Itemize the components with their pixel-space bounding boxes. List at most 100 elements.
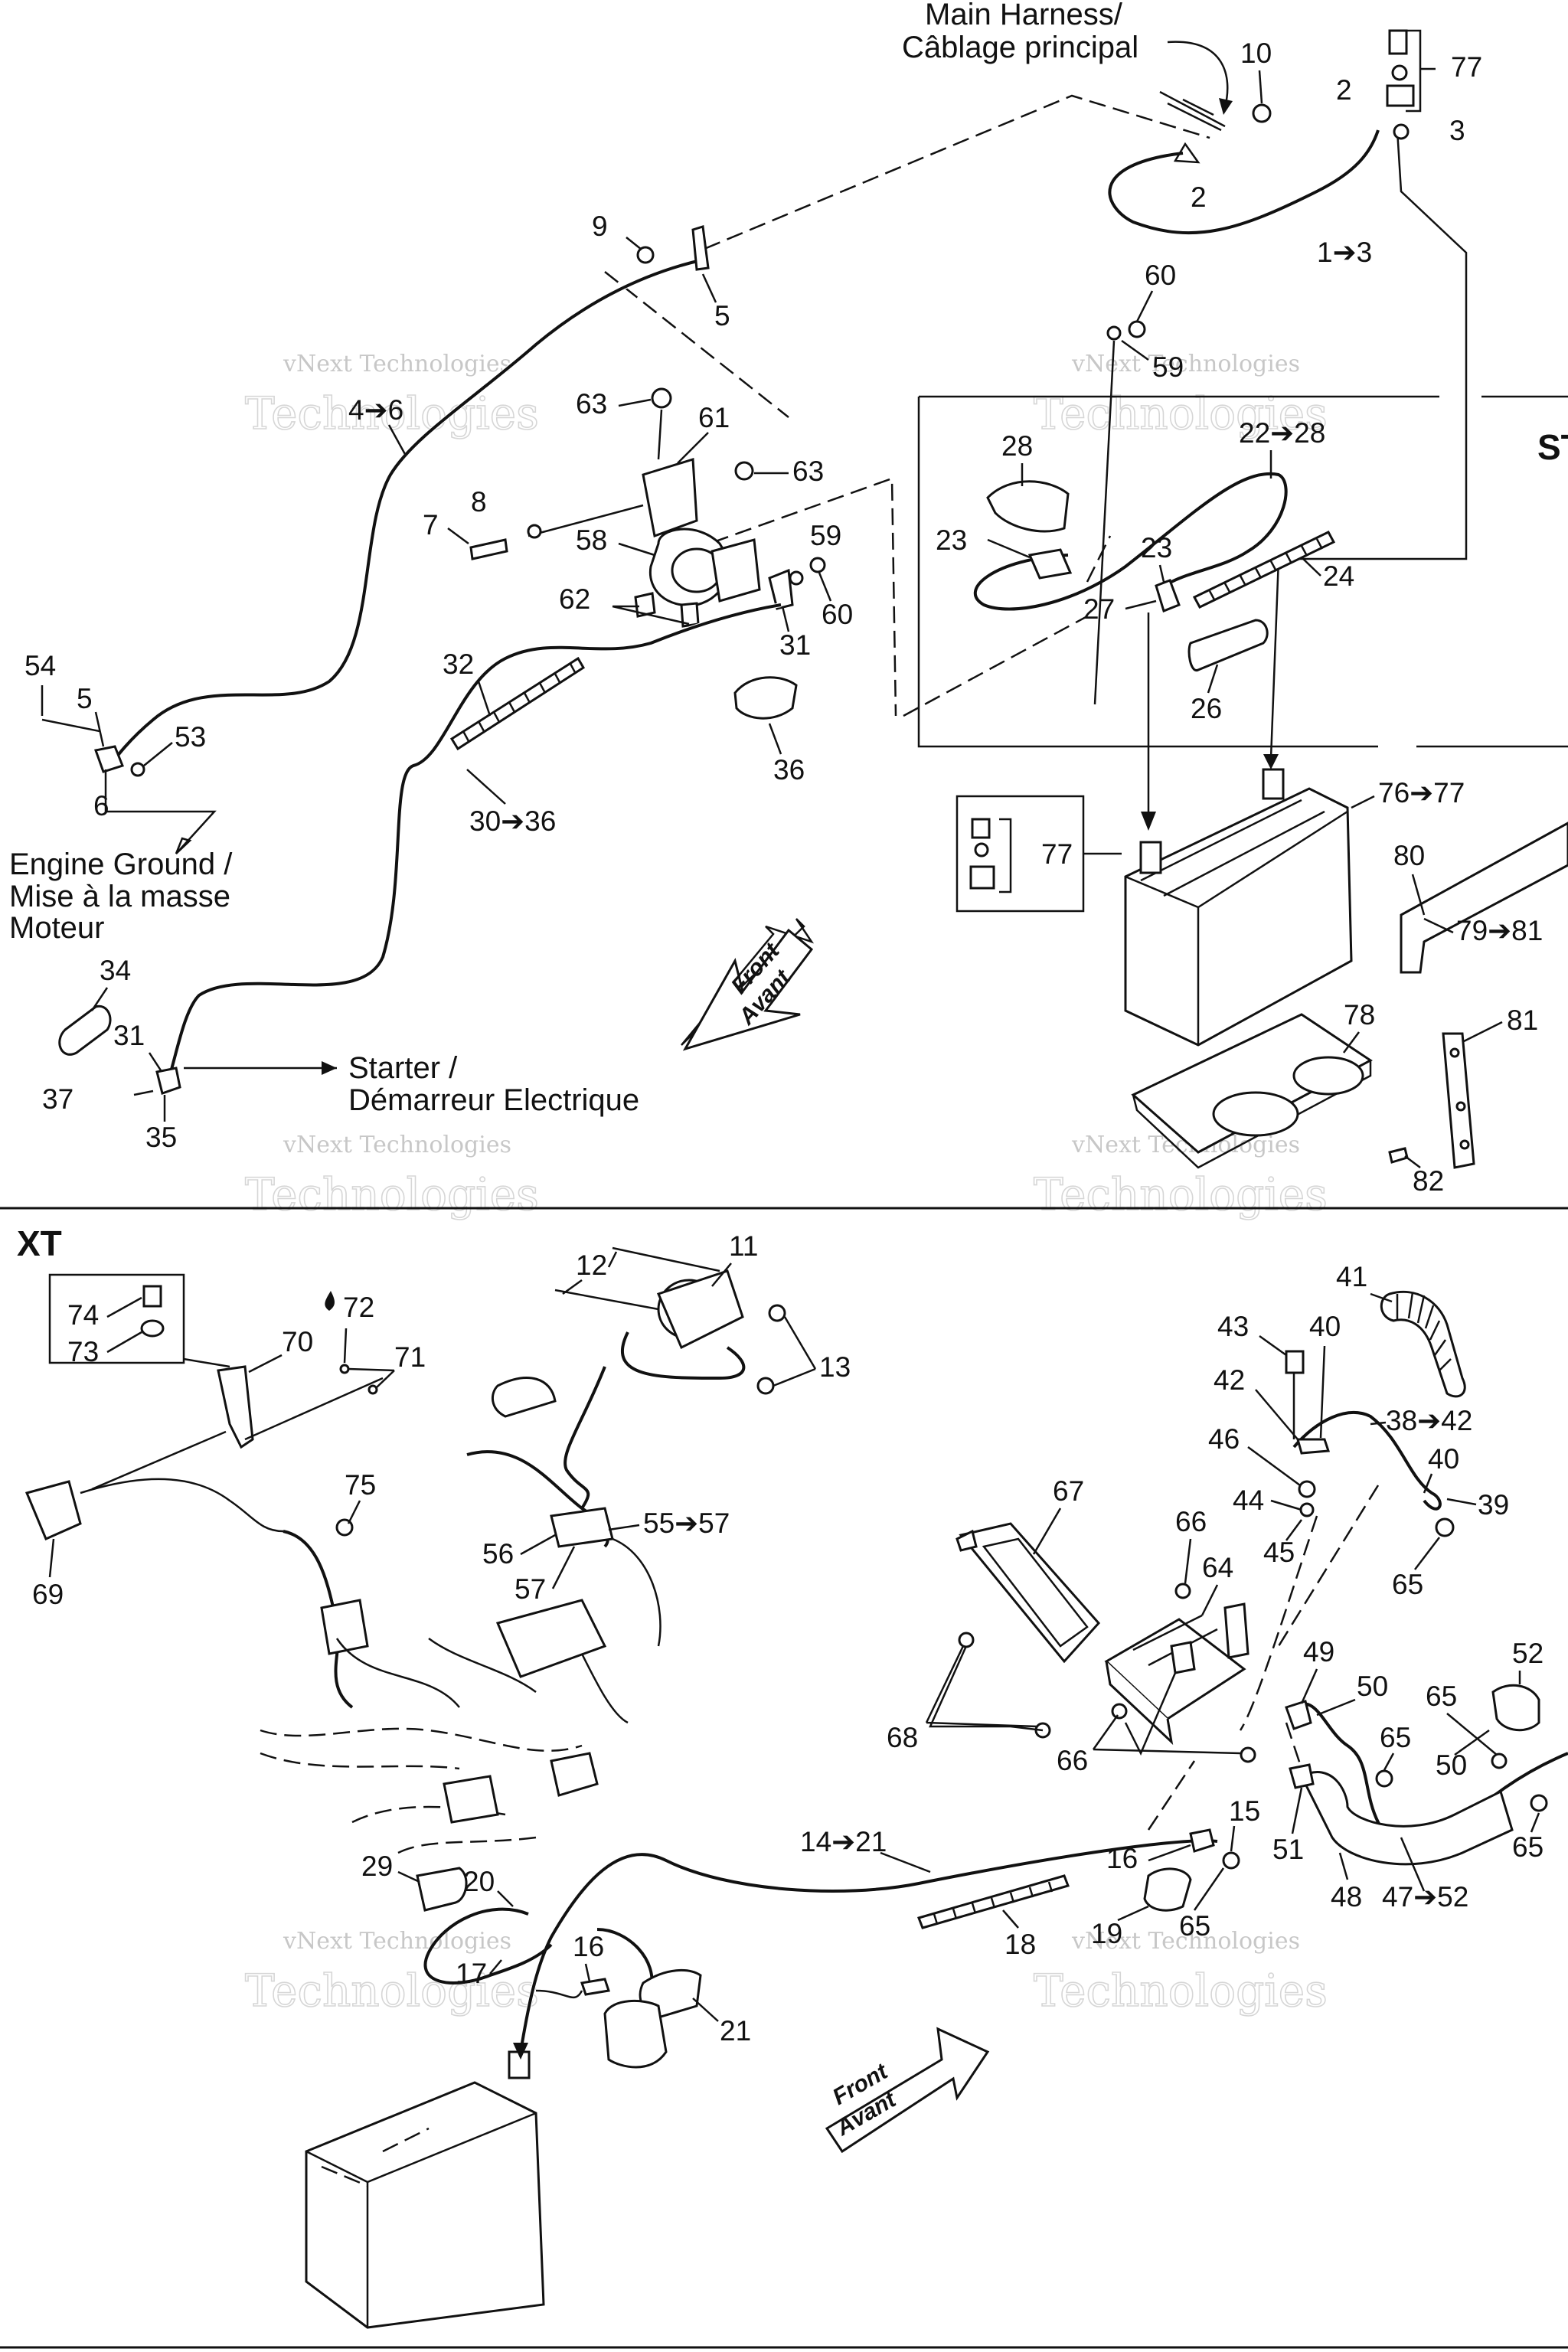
section-label-xt: XT <box>17 1223 62 1263</box>
callout-73: 73 <box>67 1336 99 1367</box>
callout-11: 11 <box>729 1230 758 1262</box>
callout-18: 18 <box>1004 1929 1036 1960</box>
callout-55-57: 55➔57 <box>643 1508 730 1539</box>
callout-65: 65 <box>1392 1569 1423 1600</box>
callout-3: 3 <box>1449 115 1465 146</box>
watermark-text: vNext Technologies <box>1071 1928 1300 1955</box>
callout-38-42: 38➔42 <box>1386 1405 1472 1436</box>
callout-24: 24 <box>1323 560 1354 592</box>
callout-60: 60 <box>822 599 853 630</box>
callout-44: 44 <box>1233 1485 1264 1516</box>
annotations: Main Harness/ Câblage principal Engine G… <box>9 0 1233 1117</box>
callout-29: 29 <box>361 1851 393 1882</box>
callout-26: 26 <box>1191 693 1222 724</box>
callout-74: 74 <box>67 1299 99 1331</box>
callout-70: 70 <box>282 1326 313 1357</box>
callout-1-3: 1➔3 <box>1317 237 1372 268</box>
top-section-graphics: ST <box>41 29 1568 1169</box>
callout-79-81: 79➔81 <box>1456 915 1543 946</box>
callout-61: 61 <box>698 402 730 433</box>
callout-9: 9 <box>592 211 608 242</box>
callout-62: 62 <box>559 583 590 615</box>
callout-40: 40 <box>1309 1311 1341 1342</box>
callout-34: 34 <box>100 955 131 986</box>
callout-59: 59 <box>1152 351 1184 383</box>
starter-label-2: Démarreur Electrique <box>348 1083 639 1117</box>
engine-ground-label-2: Mise à la masse <box>9 880 230 913</box>
callout-21: 21 <box>720 2015 751 2047</box>
callout-71: 71 <box>394 1341 426 1373</box>
callout-35: 35 <box>145 1122 177 1153</box>
callout-49: 49 <box>1303 1636 1334 1668</box>
callout-66: 66 <box>1175 1506 1207 1537</box>
callout-15: 15 <box>1229 1795 1260 1827</box>
callout-23: 23 <box>1141 532 1172 564</box>
callout-40: 40 <box>1428 1443 1459 1475</box>
callout-77: 77 <box>1451 51 1482 83</box>
callout-2: 2 <box>1191 181 1207 213</box>
callout-53: 53 <box>175 721 206 753</box>
callout-16: 16 <box>1106 1843 1138 1874</box>
callout-19: 19 <box>1091 1918 1122 1949</box>
callout-69: 69 <box>32 1579 64 1610</box>
callout-48: 48 <box>1331 1881 1362 1913</box>
main-harness-label-en: Main Harness/ <box>925 0 1123 31</box>
callout-50: 50 <box>1436 1749 1467 1781</box>
callout-2: 2 <box>1336 74 1352 106</box>
callout-5: 5 <box>714 300 730 332</box>
callout-13: 13 <box>819 1351 851 1383</box>
callout-50: 50 <box>1357 1671 1388 1702</box>
watermark-text: vNext Technologies <box>283 1132 511 1158</box>
callout-17: 17 <box>456 1958 487 1989</box>
callout-20: 20 <box>463 1866 495 1897</box>
callout-65: 65 <box>1512 1831 1544 1863</box>
callout-41: 41 <box>1336 1261 1367 1292</box>
callout-51: 51 <box>1272 1834 1304 1865</box>
callout-45: 45 <box>1263 1537 1295 1568</box>
callout-39: 39 <box>1478 1489 1509 1521</box>
engine-ground-label-3: Moteur <box>9 911 105 945</box>
callout-64: 64 <box>1202 1552 1233 1583</box>
callout-8: 8 <box>471 486 487 518</box>
starter-label-1: Starter / <box>348 1051 458 1085</box>
callout-46: 46 <box>1208 1423 1240 1455</box>
callout-72: 72 <box>343 1292 374 1323</box>
callout-63: 63 <box>576 388 607 420</box>
callout-36: 36 <box>773 754 805 786</box>
callouts: 2 2 3 1➔3 10 77 9 5 4➔6 63 61 63 8 7 58 … <box>24 38 1544 2047</box>
watermark-text: Technologies <box>1034 1168 1328 1220</box>
watermark-text: vNext Technologies <box>1071 351 1300 377</box>
callout-57: 57 <box>514 1573 546 1605</box>
callout-78: 78 <box>1344 999 1375 1031</box>
callout-59: 59 <box>810 520 841 551</box>
callout-66: 66 <box>1057 1745 1088 1776</box>
callout-67: 67 <box>1053 1475 1084 1507</box>
callout-75: 75 <box>345 1469 376 1501</box>
callout-81: 81 <box>1507 1004 1538 1036</box>
callout-7: 7 <box>423 509 439 541</box>
watermark-text: Technologies <box>245 1168 539 1220</box>
engine-ground-label-1: Engine Ground / <box>9 848 233 881</box>
callout-5: 5 <box>77 683 93 714</box>
callout-6: 6 <box>93 790 109 822</box>
bottom-section-graphics: XT <box>17 1223 1568 2329</box>
callout-68: 68 <box>887 1722 918 1753</box>
section-label-st: ST <box>1537 427 1568 467</box>
callout-63: 63 <box>792 456 824 487</box>
callout-28: 28 <box>1001 430 1033 462</box>
callout-37: 37 <box>42 1083 74 1115</box>
callout-47-52: 47➔52 <box>1382 1881 1468 1913</box>
watermark-text: vNext Technologies <box>283 1928 511 1955</box>
callout-58: 58 <box>576 524 607 556</box>
callout-14-21: 14➔21 <box>800 1826 887 1857</box>
callout-65: 65 <box>1426 1681 1457 1712</box>
callout-30-36: 30➔36 <box>469 805 556 837</box>
watermark-text: Technologies <box>1034 1965 1328 2017</box>
callout-22-28: 22➔28 <box>1239 417 1325 449</box>
main-harness-label-fr: Câblage principal <box>902 31 1138 64</box>
callout-80: 80 <box>1393 840 1425 871</box>
callout-31: 31 <box>113 1020 145 1051</box>
callout-23: 23 <box>936 524 967 556</box>
callout-65: 65 <box>1380 1722 1411 1753</box>
